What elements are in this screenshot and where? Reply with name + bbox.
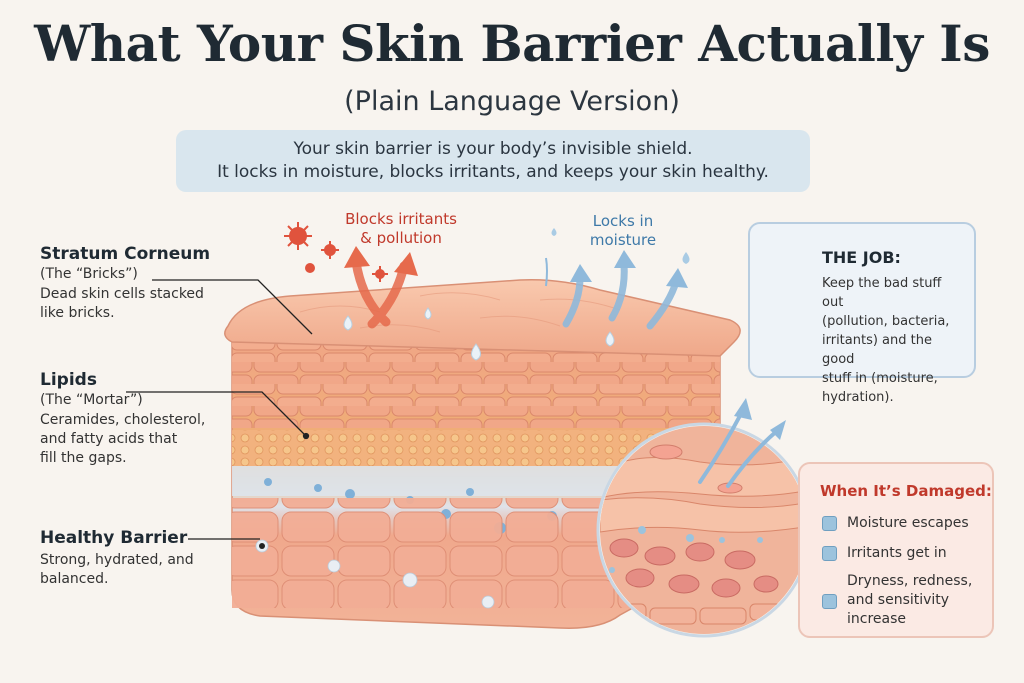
damaged-item-dryness: Dryness, redness, and sensitivity increa…	[822, 572, 972, 629]
job-line-3: irritants) and the good	[822, 333, 932, 367]
job-box: THE JOB: Keep the bad stuff out (polluti…	[748, 222, 976, 405]
intro-line-2: It locks in moisture, blocks irritants, …	[217, 162, 769, 182]
damaged-item-2-text: Irritants get in	[847, 545, 947, 561]
healthy-head: Healthy Barrier	[40, 528, 188, 548]
healthy-barrier-label: Healthy Barrier Strong, hydrated, and ba…	[40, 528, 194, 589]
damaged-item-3-line-3: increase	[847, 611, 907, 627]
intro-box: Your skin barrier is your body’s invisib…	[176, 130, 810, 192]
damaged-title: When It’s Damaged:	[820, 482, 992, 500]
stratum-sub: (The “Bricks”)	[40, 266, 138, 282]
job-title: THE JOB:	[822, 248, 901, 267]
stratum-head: Stratum Corneum	[40, 244, 211, 264]
germ-icon	[284, 222, 388, 282]
damaged-item-3-line-1: Dryness, redness,	[847, 573, 973, 589]
damaged-item-1-text: Moisture escapes	[847, 515, 969, 531]
lipids-desc-2: and fatty acids that	[40, 431, 178, 447]
stratum-corneum-label: Stratum Corneum (The “Bricks”) Dead skin…	[40, 244, 210, 323]
droplet-icon	[822, 516, 837, 531]
healthy-desc-1: Strong, hydrated, and	[40, 552, 194, 568]
damaged-box: When It’s Damaged: Moisture escapes Irri…	[798, 462, 994, 638]
job-line-1: Keep the bad stuff out	[822, 276, 942, 310]
job-description: Keep the bad stuff out (pollution, bacte…	[822, 274, 966, 407]
stratum-desc-1: Dead skin cells stacked	[40, 286, 204, 302]
damaged-item-irritants: Irritants get in	[822, 544, 947, 563]
lipids-sub: (The “Mortar”)	[40, 392, 143, 408]
blocks-irritants-annotation: Blocks irritants & pollution	[336, 210, 466, 248]
page-subtitle: (Plain Language Version)	[344, 86, 680, 117]
damaged-item-3-text: Dryness, redness, and sensitivity increa…	[847, 572, 972, 629]
damaged-item-moisture: Moisture escapes	[822, 514, 969, 533]
lipids-desc-1: Ceramides, cholesterol,	[40, 412, 206, 428]
stratum-desc-2: like bricks.	[40, 305, 115, 321]
blocks-line-2: & pollution	[360, 229, 442, 247]
job-line-2: (pollution, bacteria,	[822, 314, 950, 329]
job-line-5: hydration).	[822, 390, 894, 405]
healthy-desc-2: balanced.	[40, 571, 109, 587]
lipids-head: Lipids	[40, 370, 97, 390]
blocks-line-1: Blocks irritants	[345, 210, 457, 228]
intro-line-1: Your skin barrier is your body’s invisib…	[293, 139, 693, 159]
job-line-4: stuff in (moisture,	[822, 371, 938, 386]
damaged-item-3-line-2: and sensitivity	[847, 592, 950, 608]
page-title: What Your Skin Barrier Actually Is	[34, 14, 990, 73]
locks-line-1: Locks in	[592, 212, 654, 230]
lipids-desc-3: fill the gaps.	[40, 450, 127, 466]
locks-line-2: moisture	[589, 231, 657, 249]
alert-icon	[822, 594, 837, 609]
locks-moisture-annotation: Locks in moisture	[570, 212, 676, 250]
lipids-label: Lipids (The “Mortar”) Ceramides, cholest…	[40, 370, 205, 468]
germ-icon	[822, 546, 837, 561]
